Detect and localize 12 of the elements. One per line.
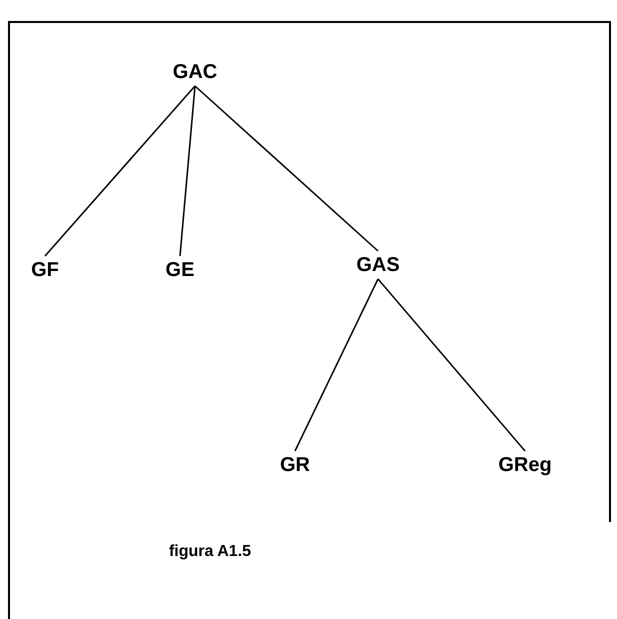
node-label: GReg [498,455,552,475]
tree-line [294,278,379,452]
tree-line [44,86,196,256]
tree-line [377,278,526,452]
node-label: GAC [172,62,218,82]
node-label: GR [280,455,310,475]
tree-line [194,85,378,252]
node-label: GAS [356,255,400,275]
caption: figura A1.5 [168,542,252,562]
node-label: GF [31,260,59,280]
node-label: GE [166,260,194,280]
tree-line [179,86,196,256]
